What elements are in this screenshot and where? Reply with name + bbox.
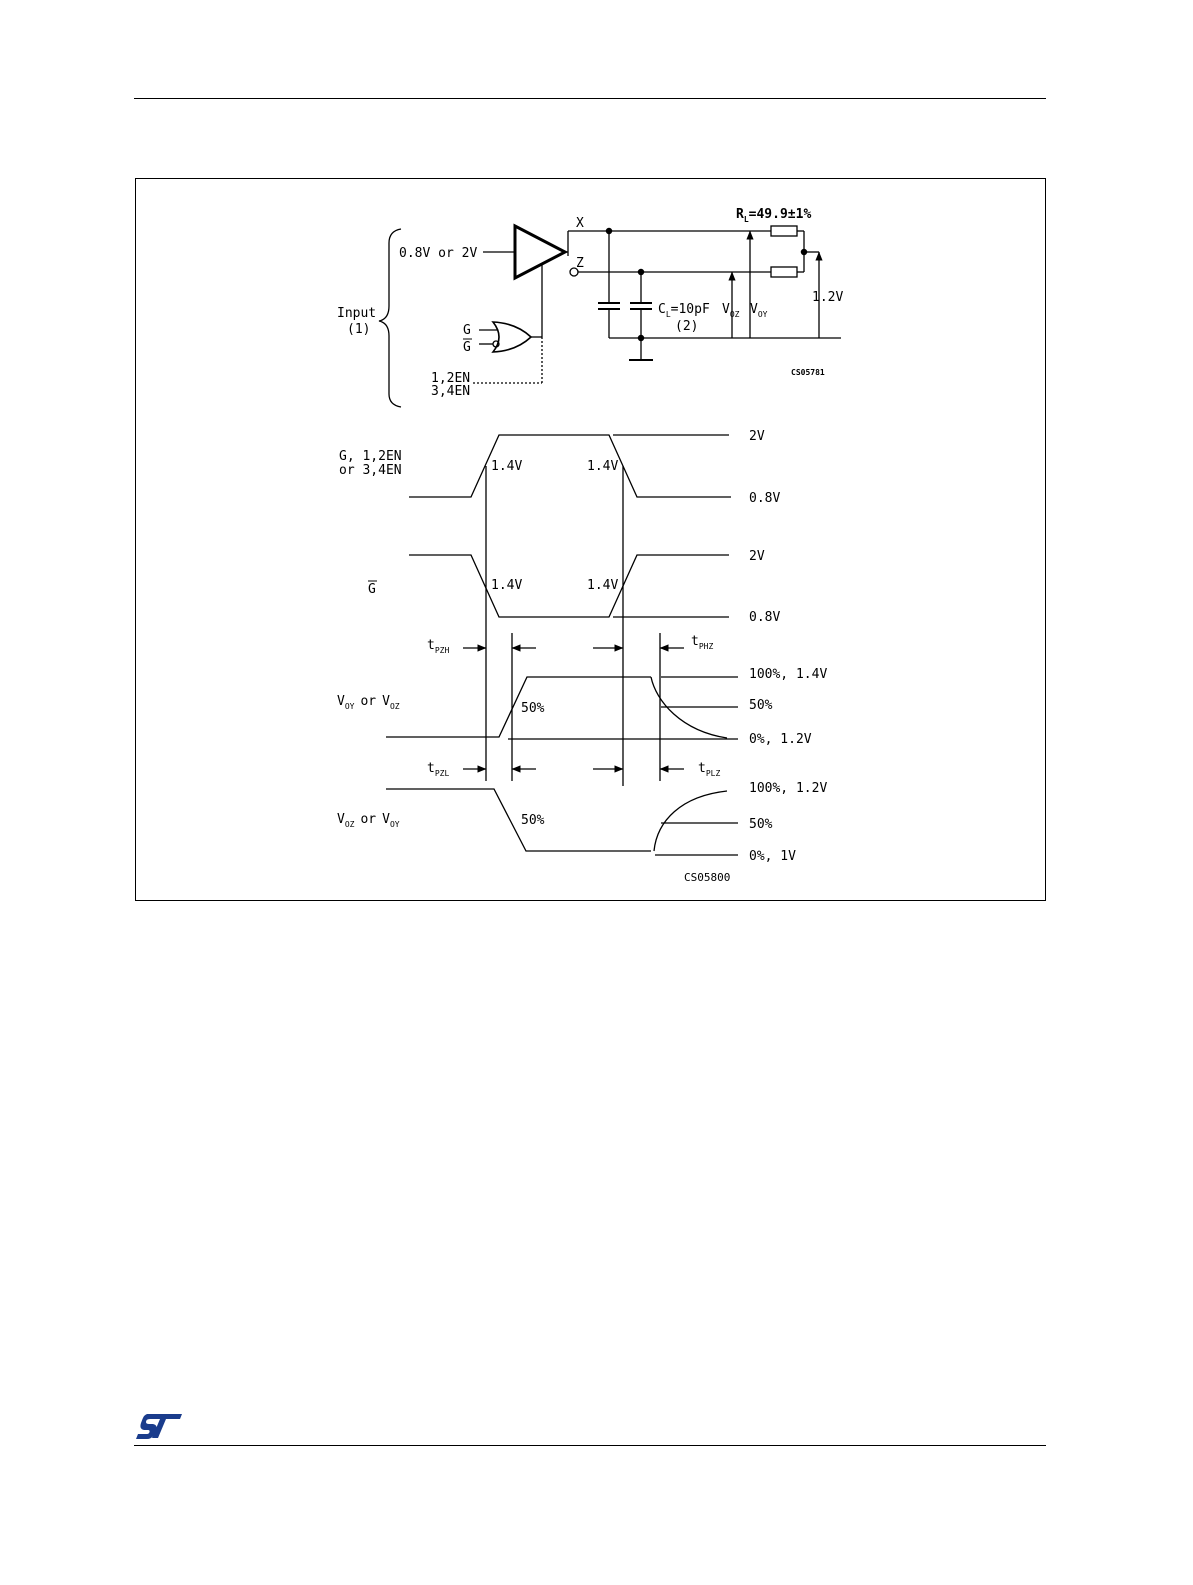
cl-label: CL=10pF <box>658 302 710 319</box>
level-0p8v-b: 0.8V <box>749 610 780 625</box>
level-2v-a: 2V <box>749 429 765 444</box>
level-100pct-1p4v: 100%, 1.4V <box>749 667 827 682</box>
input-level-label: 0.8V or 2V <box>399 246 477 261</box>
rl-label: RL=49.9±1% <box>736 207 811 224</box>
threshold-1p4v-b: 1.4V <box>587 459 618 474</box>
resistor-rl-z <box>771 267 797 277</box>
circuit-labels: 0.8V or 2V Input (1) G G 1,2EN 3,4EN X Z… <box>337 207 843 399</box>
level-0pct-1p2v: 0%, 1.2V <box>749 732 812 747</box>
tphz-label: tPHZ <box>691 634 713 651</box>
waveform-voy-voz <box>386 677 651 737</box>
input-brace <box>379 229 401 407</box>
circuit-code: CS05781 <box>791 368 825 377</box>
voz-label: VOZ <box>722 302 740 319</box>
tplz-label: tPLZ <box>698 761 720 778</box>
footer-rule <box>134 1445 1046 1446</box>
header-rule <box>134 98 1046 99</box>
level-50pct-b: 50% <box>749 817 773 832</box>
signal-g-en-line1: G, 1,2EN <box>339 449 402 464</box>
level-50pct-a: 50% <box>749 698 773 713</box>
waveform-g-en <box>409 435 731 497</box>
en34-label: 3,4EN <box>431 384 470 399</box>
resistor-rl-x <box>771 226 797 236</box>
timing-code: CS05800 <box>684 871 730 884</box>
waveform-gbar <box>409 555 729 617</box>
output-z-label: Z <box>576 256 584 271</box>
tpzh-label: tPZH <box>427 638 449 655</box>
threshold-1p4v-d: 1.4V <box>587 578 618 593</box>
level-0p8v-a: 0.8V <box>749 491 780 506</box>
level-2v-b: 2V <box>749 549 765 564</box>
enable-or-gate <box>493 322 531 352</box>
transition-50pct-b: 50% <box>521 813 545 828</box>
enable-g-label: G <box>463 323 471 338</box>
timing-waveforms <box>386 435 738 855</box>
level-0pct-1v: 0%, 1V <box>749 849 796 864</box>
threshold-1p4v-a: 1.4V <box>491 459 522 474</box>
waveform-voz-voy <box>386 789 651 851</box>
test-circuit-and-timing-diagram: 0.8V or 2V Input (1) G G 1,2EN 3,4EN X Z… <box>136 179 1045 900</box>
signal-gbar-label: G <box>368 582 376 597</box>
threshold-1p4v-c: 1.4V <box>491 578 522 593</box>
signal-g-en-line2: or 3,4EN <box>339 463 402 478</box>
figure-frame: 0.8V or 2V Input (1) G G 1,2EN 3,4EN X Z… <box>135 178 1046 901</box>
line-driver-symbol <box>515 226 565 278</box>
voy-label: VOY <box>750 302 768 319</box>
input-label: Input <box>337 306 376 321</box>
transition-50pct-a: 50% <box>521 701 545 716</box>
enable-gbar-label: G <box>463 340 471 355</box>
cl-note: (2) <box>675 319 698 334</box>
level-100pct-1p2v: 100%, 1.2V <box>749 781 827 796</box>
st-logo-icon <box>136 1414 182 1440</box>
tpzl-label: tPZL <box>427 761 449 778</box>
output-x-label: X <box>576 216 584 231</box>
input-note: (1) <box>347 322 370 337</box>
bias-label: 1.2V <box>812 290 843 305</box>
